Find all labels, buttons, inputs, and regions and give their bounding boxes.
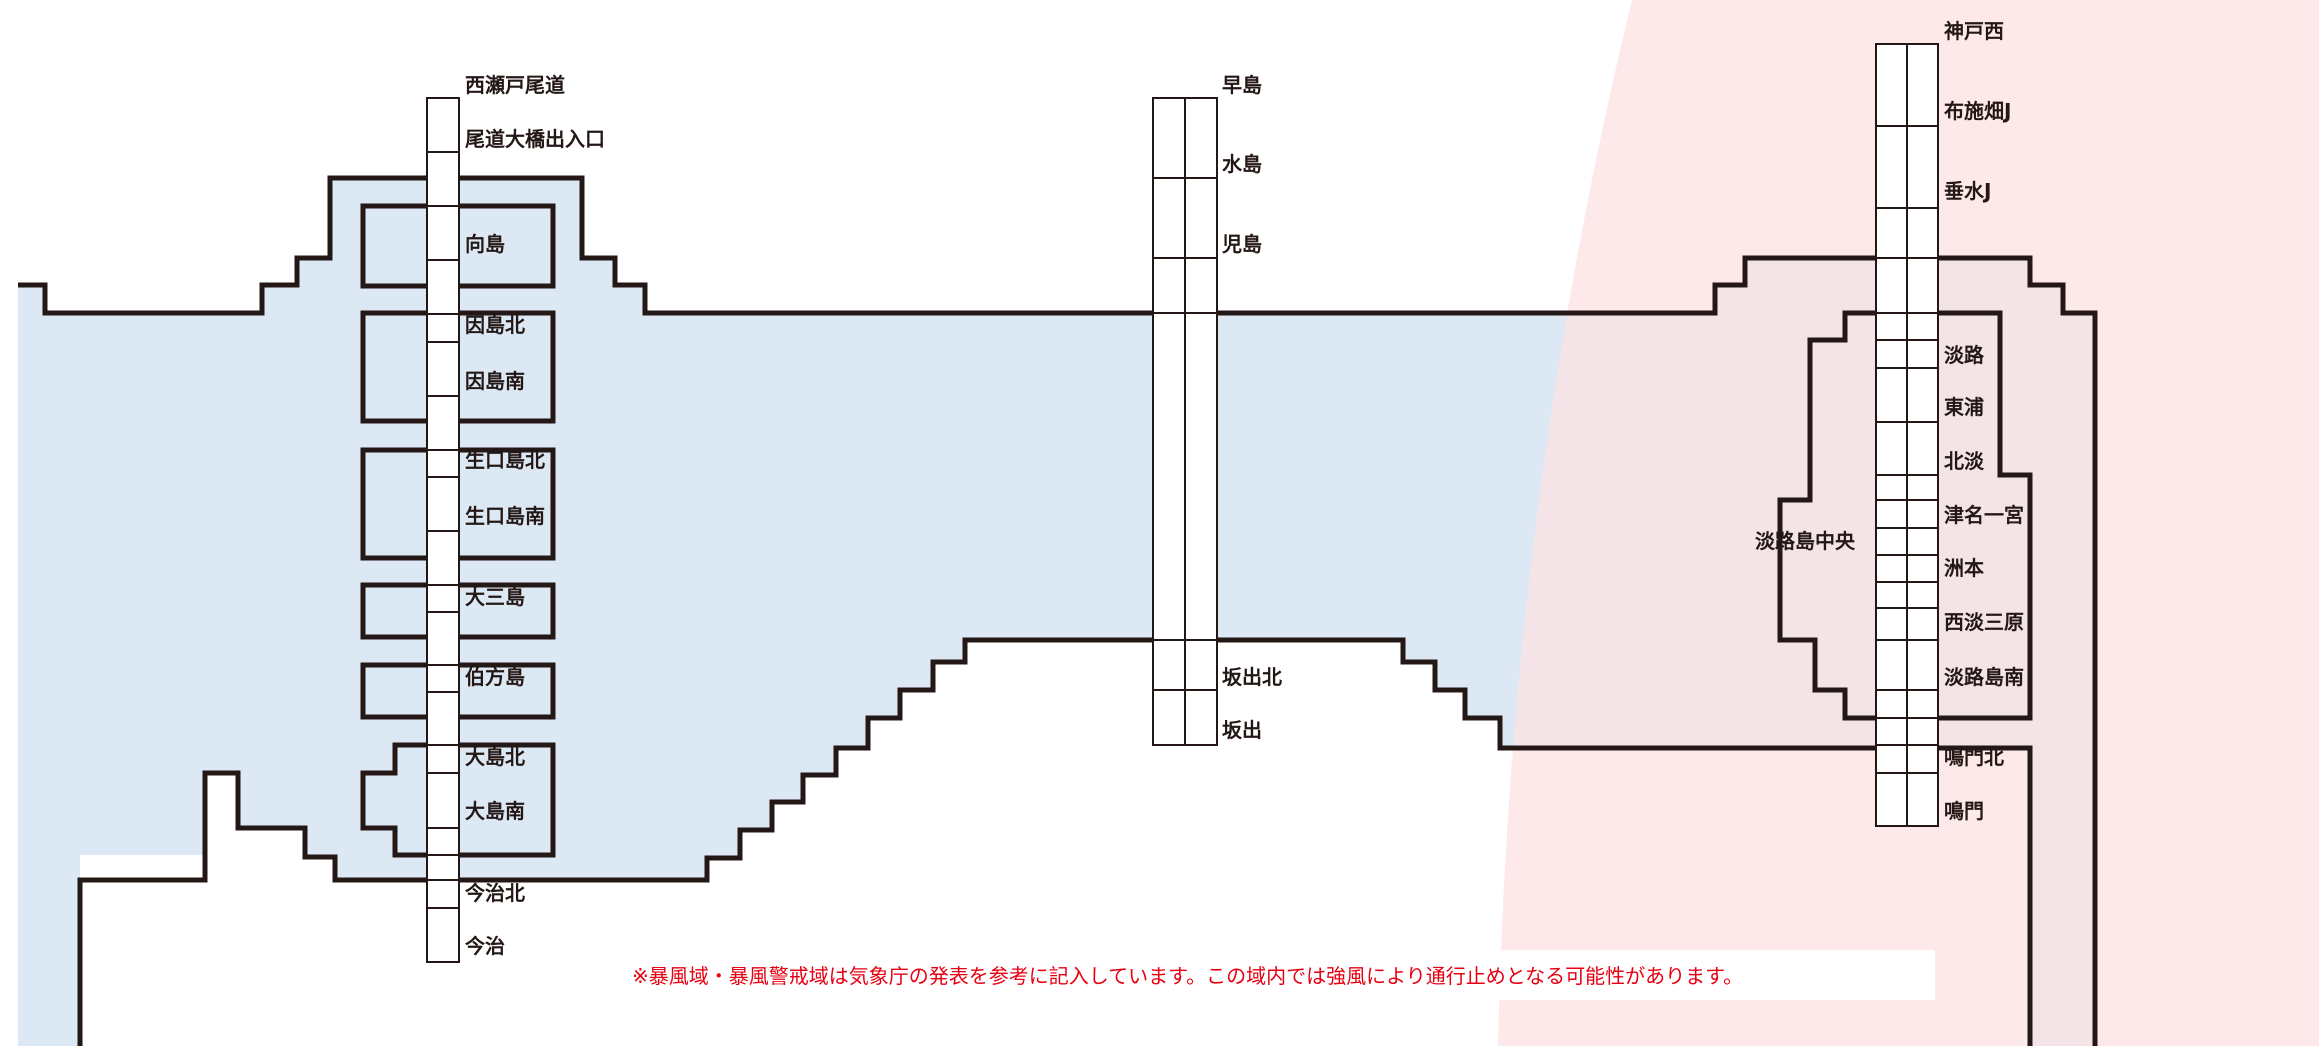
nishiseto-expressway — [426, 97, 460, 963]
setochuo-station-labels: 早島 水島 児島 坂出北 坂出 — [1221, 73, 1282, 742]
station-label: 東浦 — [1944, 395, 1984, 419]
station-label: 布施畑J — [1944, 99, 2011, 123]
station-label: 洲本 — [1944, 556, 1984, 580]
station-label: 水島 — [1222, 152, 1262, 176]
station-label: 淡路島南 — [1944, 665, 2024, 689]
station-label: 北淡 — [1944, 449, 1985, 473]
station-label: 伯方島 — [465, 665, 525, 689]
station-label: 神戸西 — [1944, 19, 2004, 43]
honshu-coastline — [18, 175, 2098, 1046]
station-label: 早島 — [1222, 73, 1262, 97]
awaji-island — [1777, 310, 2033, 721]
station-label: 向島 — [465, 232, 505, 256]
station-label: 因島北 — [465, 313, 525, 337]
station-label: 今治北 — [465, 881, 525, 905]
station-label: 大島北 — [465, 745, 525, 769]
station-label: 因島南 — [465, 369, 525, 393]
station-label: 児島 — [1221, 232, 1262, 256]
oshima-island — [360, 742, 556, 858]
station-label: 淡路 — [1944, 343, 1985, 367]
station-label: 大三島 — [465, 585, 525, 609]
nishiseto-dividers — [427, 151, 459, 909]
station-label: 坂出北 — [1222, 665, 1282, 689]
station-label: 鳴門 — [1944, 799, 1984, 823]
station-label: 坂出 — [1222, 718, 1262, 742]
station-label: 生口島北 — [465, 448, 545, 472]
station-label: 垂水J — [1944, 179, 1991, 203]
station-label: 尾道大橋出入口 — [465, 127, 605, 151]
station-label: 津名一宮 — [1944, 503, 2024, 527]
station-label: 今治 — [465, 934, 505, 958]
shikoku-coastline — [77, 637, 2033, 1046]
nishiseto-station-labels: 西瀬戸尾道 尾道大橋出入口 向島 因島北 因島南 生口島北 生口島南 大三島 伯… — [465, 73, 605, 958]
station-label: 西淡三原 — [1944, 610, 2024, 634]
station-label: 鳴門北 — [1944, 745, 2004, 769]
kobe-awaji-naruto-station-labels: 神戸西 布施畑J 垂水J 淡路 東浦 北淡 津名一宮 淡路島中央 洲本 西淡三原… — [1755, 19, 2024, 823]
setochuo-expressway — [1152, 97, 1218, 746]
storm-zone-note: ※暴風域・暴風警戒域は気象庁の発表を参考に記入しています。この域内では強風により… — [632, 964, 1743, 988]
station-label: 生口島南 — [465, 504, 545, 528]
station-label: 西瀬戸尾道 — [465, 73, 565, 97]
kobe-awaji-naruto-expressway — [1875, 43, 1939, 827]
station-label: 淡路島中央 — [1755, 529, 1856, 553]
note-background — [620, 950, 1935, 1000]
station-label: 大島南 — [465, 799, 525, 823]
